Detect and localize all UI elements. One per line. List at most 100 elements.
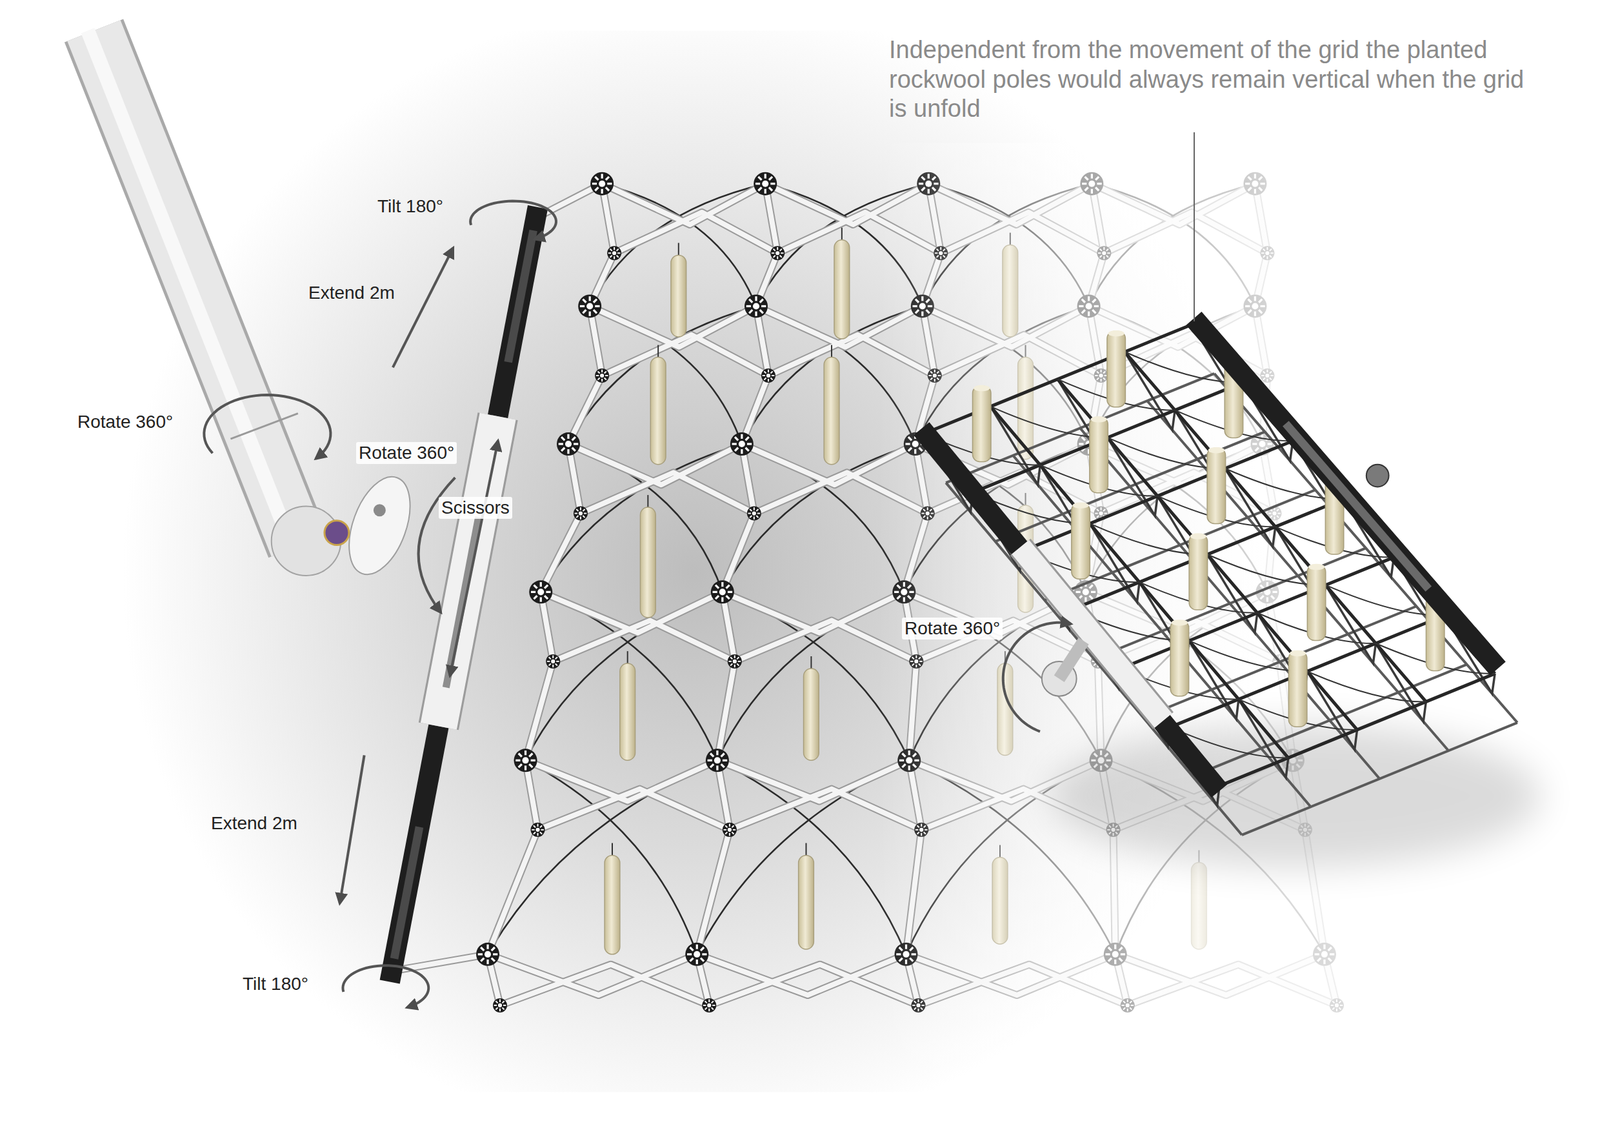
hub-center [714,756,721,764]
hub-slot [756,509,759,511]
hanger-wire [805,842,807,855]
hub-slot [495,1007,498,1010]
hub [590,172,614,196]
hub-slot [616,255,619,258]
hub [514,748,538,772]
rockwool-pole [803,668,820,760]
motion-arrow [450,440,499,676]
hub-slot [705,1000,708,1003]
hub-slot [533,831,536,834]
hub-slot [547,660,550,662]
hub-slot [721,581,724,587]
hub-slot [552,664,554,668]
hub [476,942,500,966]
hub-slot [605,374,608,377]
hub-slot [617,252,620,254]
hub-slot [555,656,558,659]
hub-slot [711,1000,714,1003]
hub [578,294,602,318]
hub-slot [502,1007,505,1010]
hub-slot [749,299,753,303]
hub [530,822,546,837]
hub-slot [763,378,766,380]
hub [722,822,737,837]
cable [525,591,723,760]
hub [753,172,777,196]
leader-line [1193,132,1195,322]
motion-arrow [340,754,365,903]
hub-slot [524,765,527,770]
hub-slot [567,434,570,439]
hub-slot [708,999,710,1002]
rockwool-pole [1170,620,1189,697]
hub-slot [687,952,692,955]
hub [529,580,553,604]
rockwool-pole [1288,650,1307,727]
hub-center [578,510,583,515]
frame-bar-light [1285,423,1429,589]
hub-slot [716,765,719,770]
hub-slot [533,585,537,589]
hub-slot [722,759,728,762]
hub-slot [703,1004,706,1006]
hub-slot [764,173,767,179]
hub-center [775,250,780,255]
hub-slot [610,255,613,258]
strut-outline [525,661,554,760]
hub-slot [530,759,536,762]
rockwool-pole [823,357,840,465]
hub-slot [749,515,752,518]
hub-slot [727,590,733,593]
pole-top [1208,447,1225,453]
hub-slot [770,370,773,373]
hub-slot [721,596,724,602]
hub-center [498,1003,502,1008]
hub-slot [495,1000,498,1003]
hub-slot [592,182,597,185]
strut [500,964,710,1006]
hub-slot [761,305,766,308]
hub-center [752,510,757,515]
hub-slot [492,952,498,955]
hub-slot [572,436,576,440]
hub-slot [736,663,739,666]
strut [538,789,730,830]
hub-slot [705,1007,708,1010]
hub [705,748,730,772]
hub-slot [533,825,536,828]
strut-outline [696,829,730,955]
rockwool-pole [1307,564,1326,640]
rockwool-pole [620,663,636,760]
hub-slot [607,182,612,185]
hub-slot [540,581,542,587]
hub-center [565,440,572,448]
hub-slot [754,296,757,301]
motion-label: Rotate 360° [901,617,1003,640]
hub-slot [734,664,736,668]
hub-slot [544,585,548,589]
hub [710,580,735,604]
hub-slot [763,370,766,373]
hub-slot [491,958,495,962]
hub-slot [696,944,699,950]
hub-slot [605,176,610,180]
hub-slot [593,309,597,313]
hub-slot [594,305,600,308]
hub-slot [499,1008,501,1011]
zigzag-strut [1376,643,1427,722]
hub-slot [537,823,539,827]
hub-center [586,302,593,310]
hub-slot [723,829,727,831]
hub-slot [731,825,734,828]
hub-slot [598,370,600,373]
zigzag-strut [1307,670,1357,750]
hub-slot [616,249,619,251]
motion-arrow [342,965,429,1008]
pole-top [1308,563,1325,570]
hub-slot [754,311,757,317]
hub-slot [696,959,699,964]
arm-bar-inner [394,826,420,959]
hub-slot [767,378,770,382]
hub-slot [725,825,728,828]
strut [540,513,581,593]
